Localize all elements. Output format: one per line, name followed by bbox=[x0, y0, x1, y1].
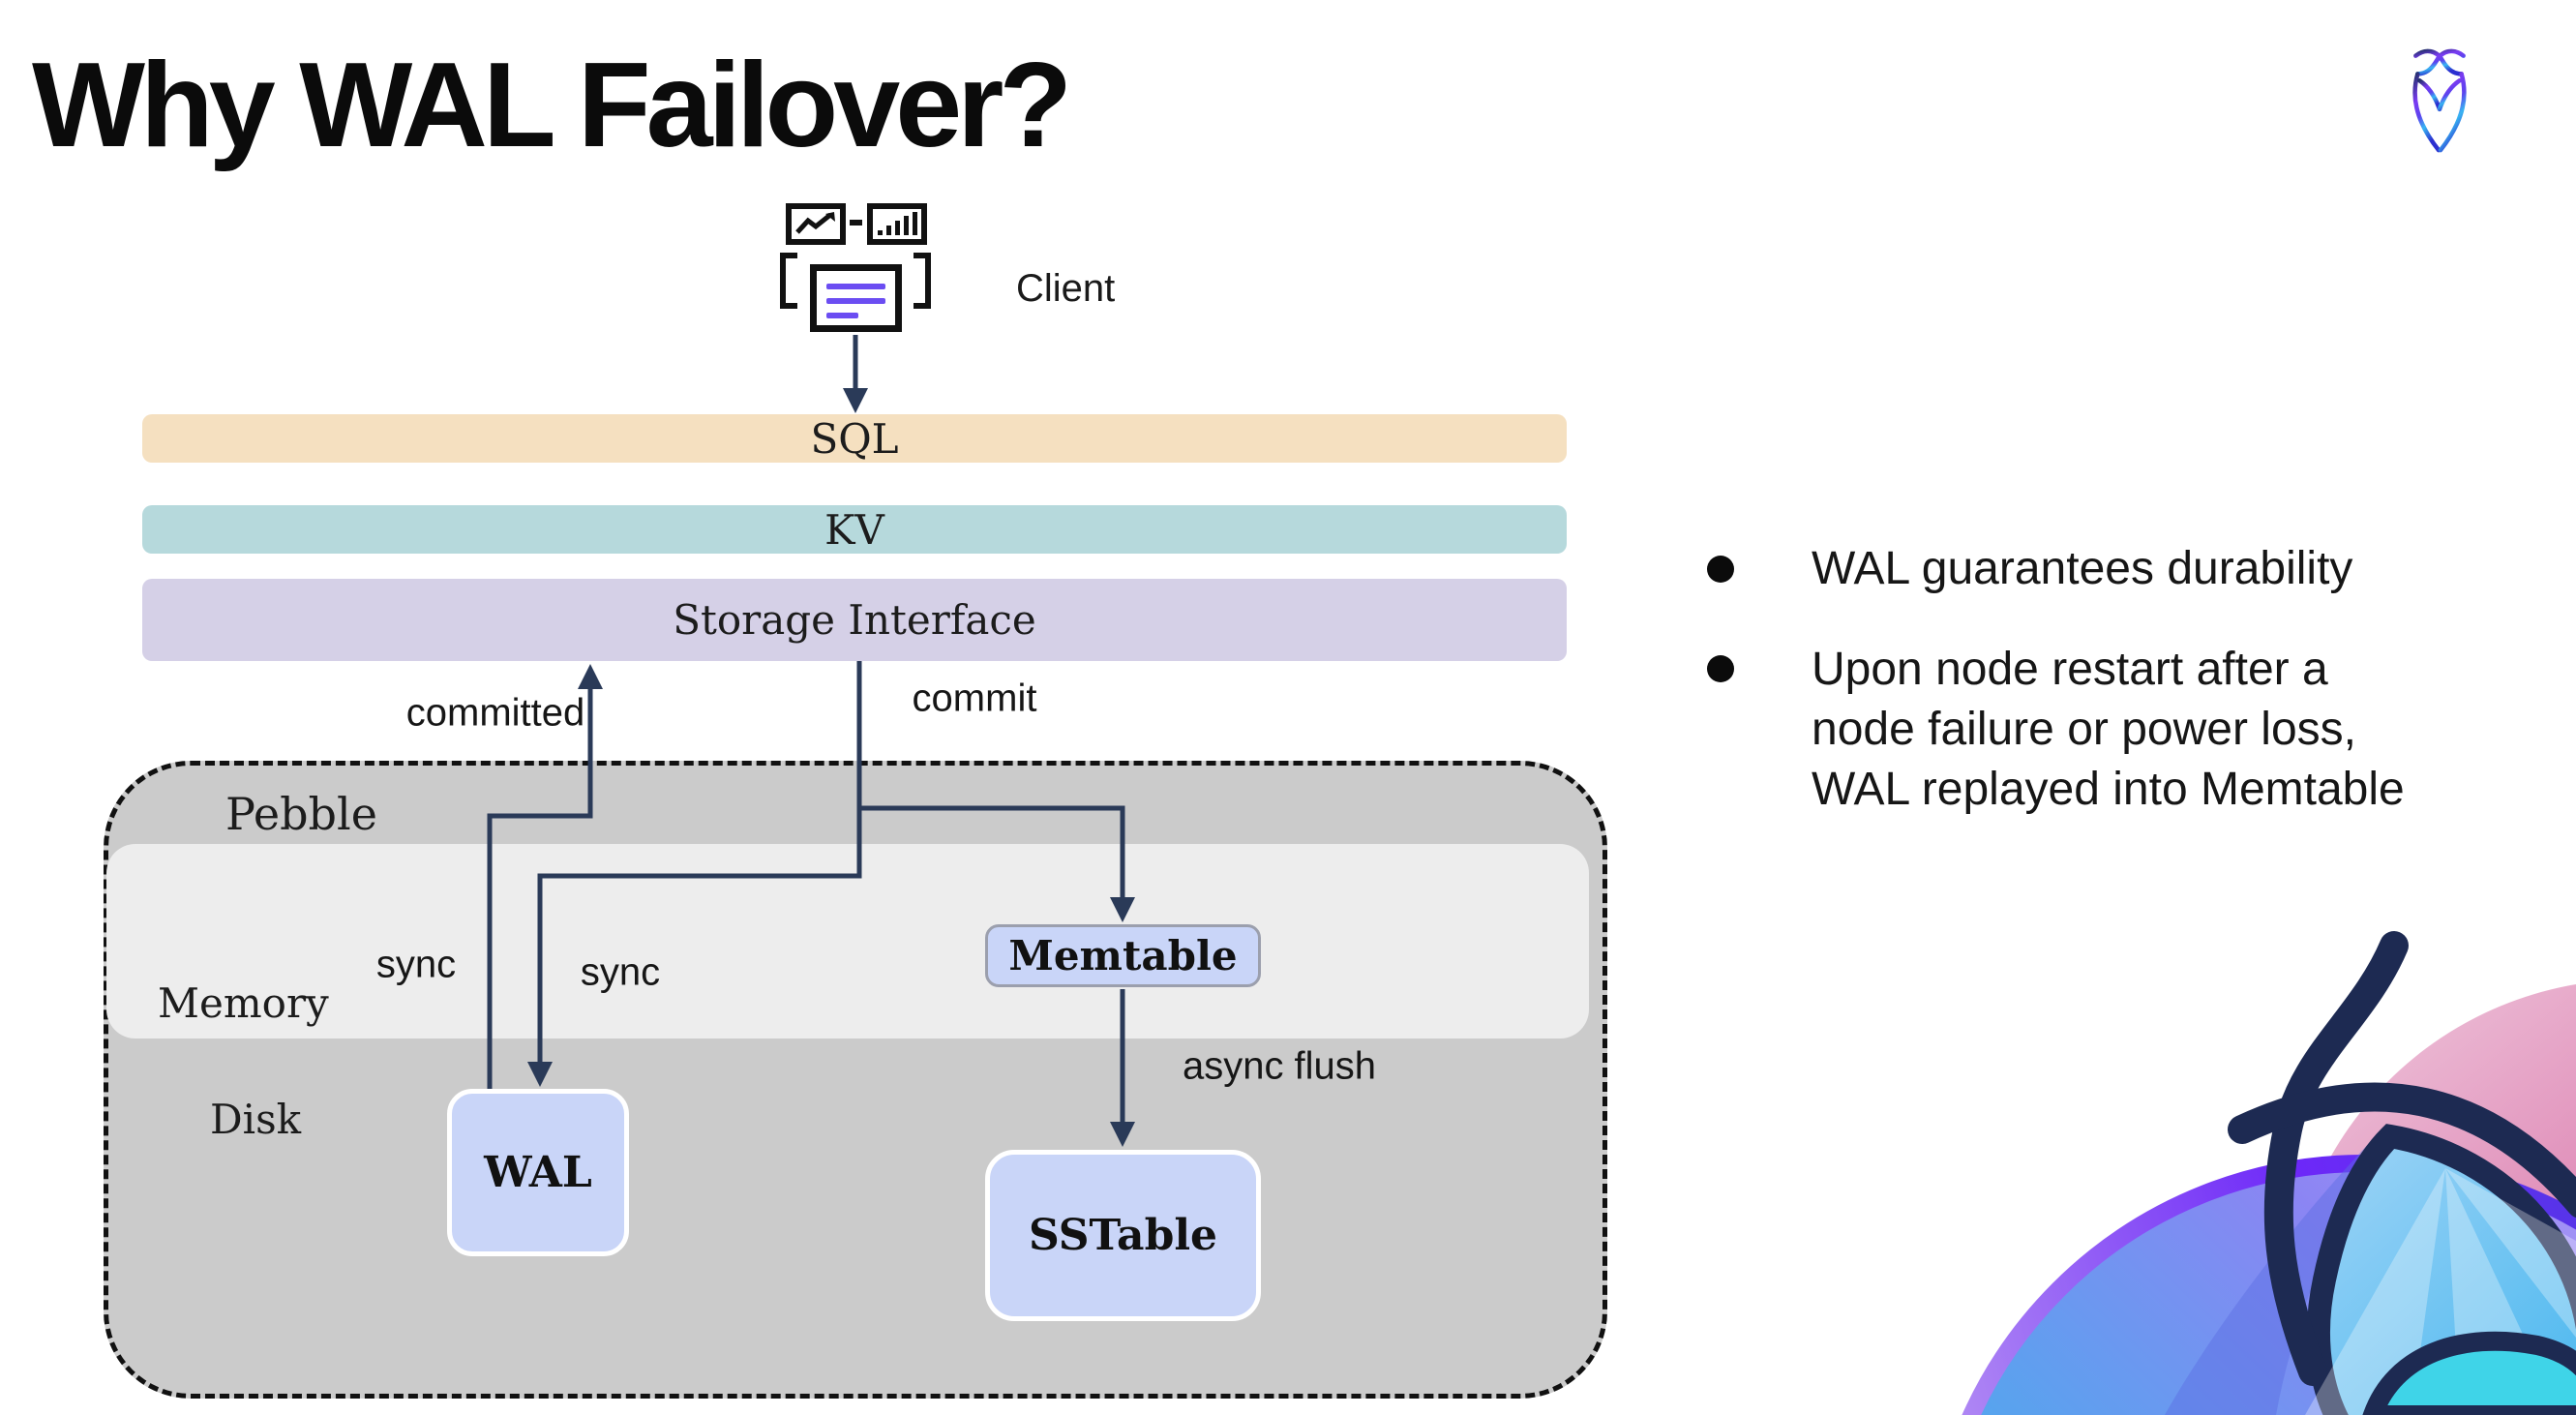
line-chart-icon bbox=[786, 203, 846, 245]
cockroachdb-logo-icon bbox=[2412, 48, 2467, 153]
bullet-item: Upon node restart after a node failure o… bbox=[1812, 640, 2405, 820]
document-icon bbox=[810, 264, 902, 332]
bullet-line: WAL guarantees durability bbox=[1812, 543, 2353, 594]
dash-connector-icon bbox=[850, 220, 862, 226]
bullet-dot bbox=[1707, 655, 1734, 682]
edge-label-sync-right: sync bbox=[580, 950, 661, 994]
bullet-line: WAL replayed into Memtable bbox=[1812, 764, 2405, 815]
layer-storage-interface: Storage Interface bbox=[142, 579, 1567, 661]
edge-label-sync-left: sync bbox=[375, 943, 457, 986]
page-title: Why WAL Failover? bbox=[32, 39, 1072, 172]
wal-label: WAL bbox=[484, 1148, 592, 1197]
bullet-dot bbox=[1707, 556, 1734, 583]
bullet-line: node failure or power loss, bbox=[1812, 704, 2356, 755]
layer-sql: SQL bbox=[142, 414, 1567, 463]
bracket-left-icon bbox=[780, 253, 797, 309]
disk-label: Disk bbox=[210, 1096, 302, 1143]
memtable-node: Memtable bbox=[985, 924, 1261, 987]
layer-storage-label: Storage Interface bbox=[673, 596, 1036, 644]
bullet-line: Upon node restart after a bbox=[1812, 644, 2328, 695]
sstable-node: SSTable bbox=[985, 1150, 1261, 1321]
bracket-right-icon bbox=[914, 253, 931, 309]
bar-chart-icon bbox=[867, 203, 927, 245]
edge-label-async-flush: async flush bbox=[1182, 1044, 1377, 1088]
memory-label: Memory bbox=[158, 979, 329, 1027]
memtable-label: Memtable bbox=[1008, 932, 1238, 979]
sstable-label: SSTable bbox=[1028, 1211, 1218, 1260]
layer-kv-label: KV bbox=[824, 505, 884, 554]
pebble-label: Pebble bbox=[225, 788, 377, 840]
layer-sql-label: SQL bbox=[810, 414, 899, 463]
wal-node: WAL bbox=[447, 1089, 629, 1256]
layer-kv: KV bbox=[142, 505, 1567, 554]
edge-label-commit: commit bbox=[912, 677, 1037, 720]
bullet-item: WAL guarantees durability bbox=[1812, 539, 2352, 599]
cockroachdb-brand-art bbox=[1962, 931, 2576, 1415]
client-label: Client bbox=[1016, 267, 1116, 310]
edge-label-committed: committed bbox=[405, 691, 585, 735]
